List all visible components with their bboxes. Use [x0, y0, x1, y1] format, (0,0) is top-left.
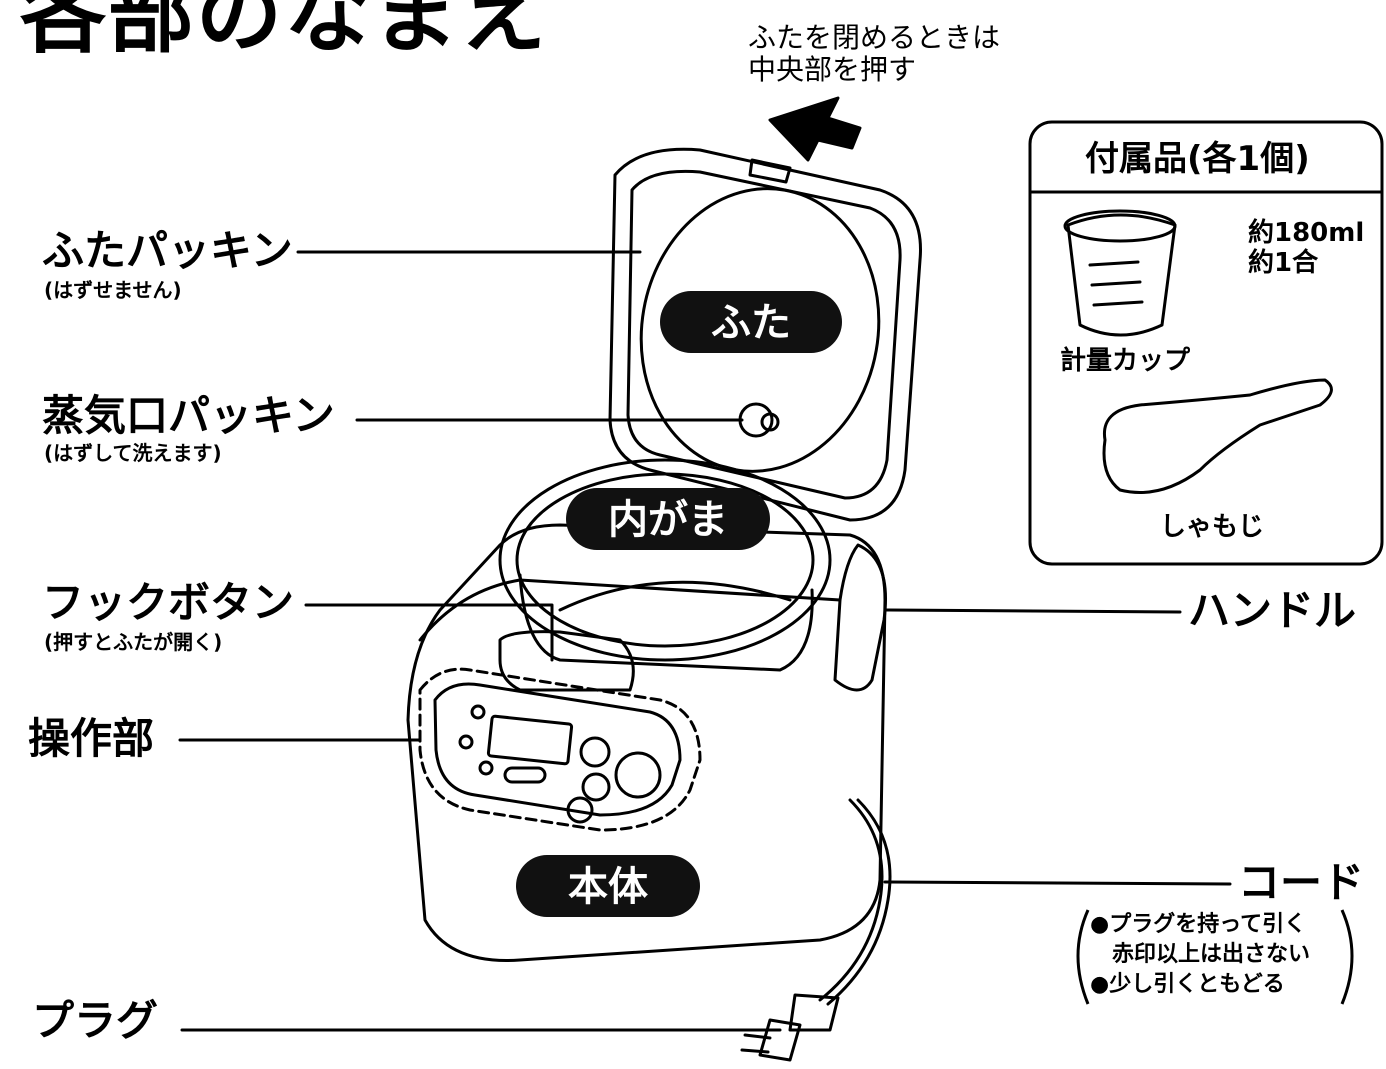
- svg-text:ふた: ふた: [711, 300, 791, 346]
- accessories-box: [1028, 120, 1384, 566]
- press-arrow-icon: [768, 96, 862, 162]
- spatula-label: しゃもじ: [1160, 512, 1265, 542]
- inner-pot-outline: [498, 458, 832, 662]
- inner-pot-pill: 内がま: [566, 488, 770, 550]
- steam-packing-sub: (はずして洗えます): [44, 441, 222, 465]
- cord: [818, 798, 884, 1002]
- cord-notes: ●プラグを持って引く 赤印以上は出さない ●少し引くともどる: [1090, 910, 1310, 1000]
- lid-pill: ふた: [660, 291, 842, 353]
- lid-close-note: ふたを閉めるときは 中央部を押す: [748, 22, 1000, 86]
- measuring-cup-label: 計量カップ: [1060, 346, 1191, 376]
- spatula-icon: [1102, 378, 1333, 494]
- lid-packing-label: ふたパッキン: [42, 226, 293, 275]
- hook-button-sub: (押すとふたが開く): [44, 630, 223, 654]
- cord-note-line: ●プラグを持って引く: [1090, 912, 1307, 937]
- lid-close-note-line: ふたを閉めるときは: [748, 21, 1001, 54]
- lid-packing-sub: (はずせません): [44, 278, 182, 302]
- leader-cord: [883, 880, 1232, 886]
- plug-label: プラグ: [32, 996, 159, 1045]
- lid-close-note-line: 中央部を押す: [748, 53, 917, 86]
- svg-text:内がま: 内がま: [608, 497, 728, 543]
- cup-capacity: 約180ml 約1合: [1248, 218, 1364, 278]
- leader-handle: [883, 608, 1182, 614]
- leader-hook-button: [304, 603, 554, 662]
- cord-note-line: 赤印以上は出さない: [1112, 942, 1311, 967]
- measuring-cup-icon: [1066, 213, 1177, 337]
- cup-capacity-line: 約1合: [1248, 248, 1319, 278]
- steam-packing-label: 蒸気口パッキン: [42, 391, 335, 440]
- cord-label: コード: [1238, 858, 1365, 907]
- cup-capacity-line: 約180ml: [1248, 218, 1365, 248]
- handle-label: ハンドル: [1188, 586, 1357, 635]
- cord-note-line: ●少し引くともどる: [1090, 972, 1285, 997]
- control-panel-outline: [418, 667, 702, 832]
- accessories-title: 付属品(各1個): [1085, 139, 1310, 179]
- page-title: 各部のなまえ: [20, 0, 548, 65]
- control-panel-label: 操作部: [28, 714, 155, 763]
- plug: [788, 993, 840, 1032]
- handle-outline: [833, 543, 888, 692]
- svg-text:本体: 本体: [568, 864, 648, 910]
- hook-button-label: フックボタン: [42, 578, 295, 627]
- body-outline: [406, 523, 887, 962]
- body-pill: 本体: [516, 855, 700, 917]
